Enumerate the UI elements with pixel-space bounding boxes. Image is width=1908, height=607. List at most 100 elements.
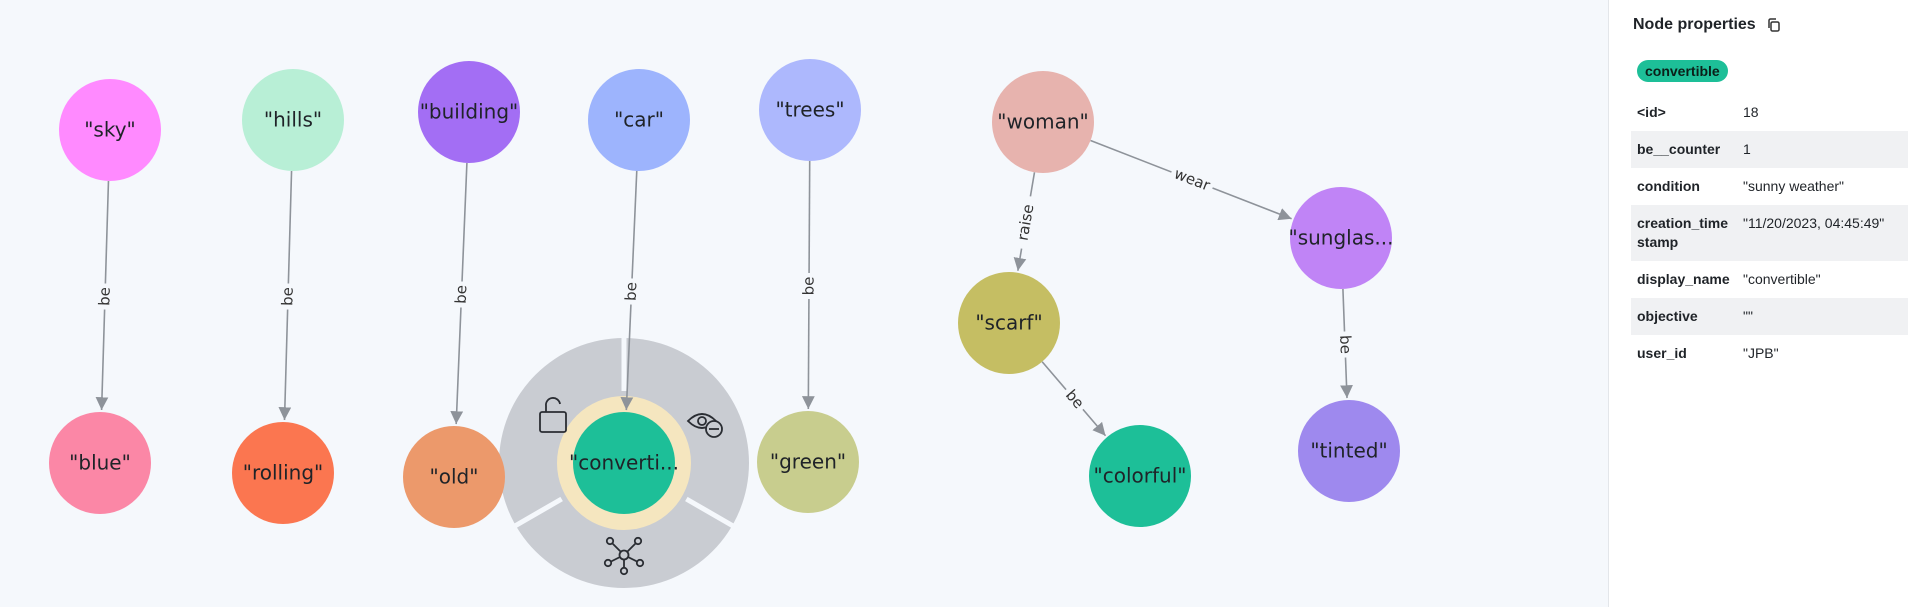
node-circle[interactable] (418, 61, 520, 163)
property-value: "sunny weather" (1743, 178, 1844, 194)
node-circle[interactable] (1089, 425, 1191, 527)
property-key: condition (1637, 178, 1700, 194)
edge-label: be (278, 287, 297, 306)
node-trees[interactable]: "trees" (759, 59, 861, 161)
node-label: "sky" (84, 118, 136, 142)
panel-header: Node properties (1633, 16, 1782, 34)
graph-canvas[interactable]: be be be be be raise wear be be "sky" "blue" "hill… (0, 0, 1608, 607)
node-circle[interactable] (59, 79, 161, 181)
edge-label-bg (1168, 163, 1216, 197)
property-key: objective (1631, 298, 1737, 335)
node-circle[interactable] (232, 422, 334, 524)
node-label: "colorful" (1094, 464, 1187, 488)
edge-woman-scarf[interactable]: raise (1012, 172, 1040, 271)
edge-label: be (622, 282, 641, 302)
node-label: "car" (614, 108, 664, 132)
node-scarf[interactable]: "scarf" (958, 272, 1060, 374)
property-key: user_id (1637, 345, 1687, 361)
property-value: "11/20/2023, 04:45:49" (1737, 205, 1908, 261)
node-label: "green" (770, 450, 846, 474)
node-label: "rolling" (243, 461, 323, 485)
edge-label-bg (451, 281, 472, 308)
property-key: display_name (1637, 271, 1730, 287)
edge-label: be (1336, 335, 1355, 354)
node-label: "old" (430, 465, 479, 489)
node-old[interactable]: "old" (403, 426, 505, 528)
copy-icon[interactable] (1766, 17, 1782, 33)
node-tinted[interactable]: "tinted" (1298, 400, 1400, 502)
property-value: "JPB" (1743, 345, 1779, 361)
node-rolling[interactable]: "rolling" (232, 422, 334, 524)
node-label: "converti... (569, 451, 679, 475)
node-label: "hills" (264, 108, 322, 132)
node-sunglasses[interactable]: "sunglas... (1289, 187, 1394, 289)
node-circle[interactable] (242, 69, 344, 171)
node-circle[interactable] (759, 59, 861, 161)
node-label: "building" (420, 100, 519, 124)
edge-label: wear (1172, 164, 1214, 194)
unlock-icon[interactable] (539, 397, 567, 433)
hide-eye-icon[interactable] (686, 413, 723, 438)
node-circle[interactable] (757, 411, 859, 513)
node-green[interactable]: "green" (757, 411, 859, 513)
property-row: display_name "convertible" (1631, 261, 1908, 298)
node-label-badge[interactable]: convertible (1637, 60, 1728, 82)
node-circle[interactable] (1298, 400, 1400, 502)
edge-label-bg (1335, 331, 1355, 358)
node-label: "trees" (775, 98, 844, 122)
property-key: <id> (1637, 104, 1666, 120)
node-circle[interactable] (573, 412, 675, 514)
edge-scarf-colorful[interactable]: be (1041, 361, 1107, 437)
node-circle[interactable] (49, 412, 151, 514)
panel-title: Node properties (1633, 16, 1756, 33)
node-circle[interactable] (1290, 187, 1392, 289)
expand-network-icon[interactable] (603, 536, 645, 576)
edge-label: raise (1014, 203, 1038, 242)
node-label: "woman" (997, 110, 1088, 134)
edge-label-bg (799, 272, 819, 300)
graph-svg[interactable]: be be be be be raise wear be be "sky" "blue" "hill… (0, 0, 1608, 607)
property-row: <id> 18 (1631, 94, 1908, 131)
node-colorful[interactable]: "colorful" (1089, 425, 1191, 527)
edge-car-convertible[interactable]: be (620, 170, 642, 411)
edge-label: be (452, 285, 471, 304)
property-row: objective"" (1631, 298, 1908, 335)
edge-building-old[interactable]: be (450, 162, 472, 425)
edge-trees-green[interactable]: be (799, 160, 819, 410)
node-building[interactable]: "building" (418, 61, 520, 163)
node-circle[interactable] (403, 426, 505, 528)
node-convertible[interactable]: "converti... (569, 412, 679, 514)
edge-woman-sunglasses[interactable]: wear (1090, 139, 1292, 221)
edge-label-bg (1059, 383, 1090, 416)
property-value: 18 (1743, 104, 1759, 120)
node-hills[interactable]: "hills" (242, 69, 344, 171)
edge-label-bg (95, 283, 115, 310)
property-row: user_id "JPB" (1631, 335, 1908, 372)
edge-label-bg (1012, 194, 1040, 251)
node-woman[interactable]: "woman" (992, 71, 1094, 173)
node-circle[interactable] (992, 71, 1094, 173)
node-blue[interactable]: "blue" (49, 412, 151, 514)
edge-sunglasses-tinted[interactable]: be (1335, 288, 1355, 399)
edge-hills-rolling[interactable]: be (278, 170, 298, 421)
node-label: "sunglas... (1289, 226, 1394, 250)
node-label: "tinted" (1310, 439, 1387, 463)
property-key: creation_timestamp (1631, 205, 1737, 261)
ring-menu-divider (685, 496, 737, 530)
property-value: "convertible" (1743, 271, 1821, 287)
node-sky[interactable]: "sky" (59, 79, 161, 181)
edge-sky-blue[interactable]: be (95, 180, 115, 411)
edge-label-bg (621, 278, 642, 305)
node-car[interactable]: "car" (588, 69, 690, 171)
ring-menu-divider (511, 496, 563, 530)
node-circle[interactable] (958, 272, 1060, 374)
edge-label: be (799, 277, 817, 296)
edge-label-bg (278, 283, 298, 310)
node-circle[interactable] (588, 69, 690, 171)
node-label: "scarf" (975, 311, 1042, 335)
property-row: condition "sunny weather" (1631, 168, 1908, 205)
property-value: "" (1737, 298, 1908, 335)
property-row: creation_timestamp"11/20/2023, 04:45:49" (1631, 205, 1908, 261)
